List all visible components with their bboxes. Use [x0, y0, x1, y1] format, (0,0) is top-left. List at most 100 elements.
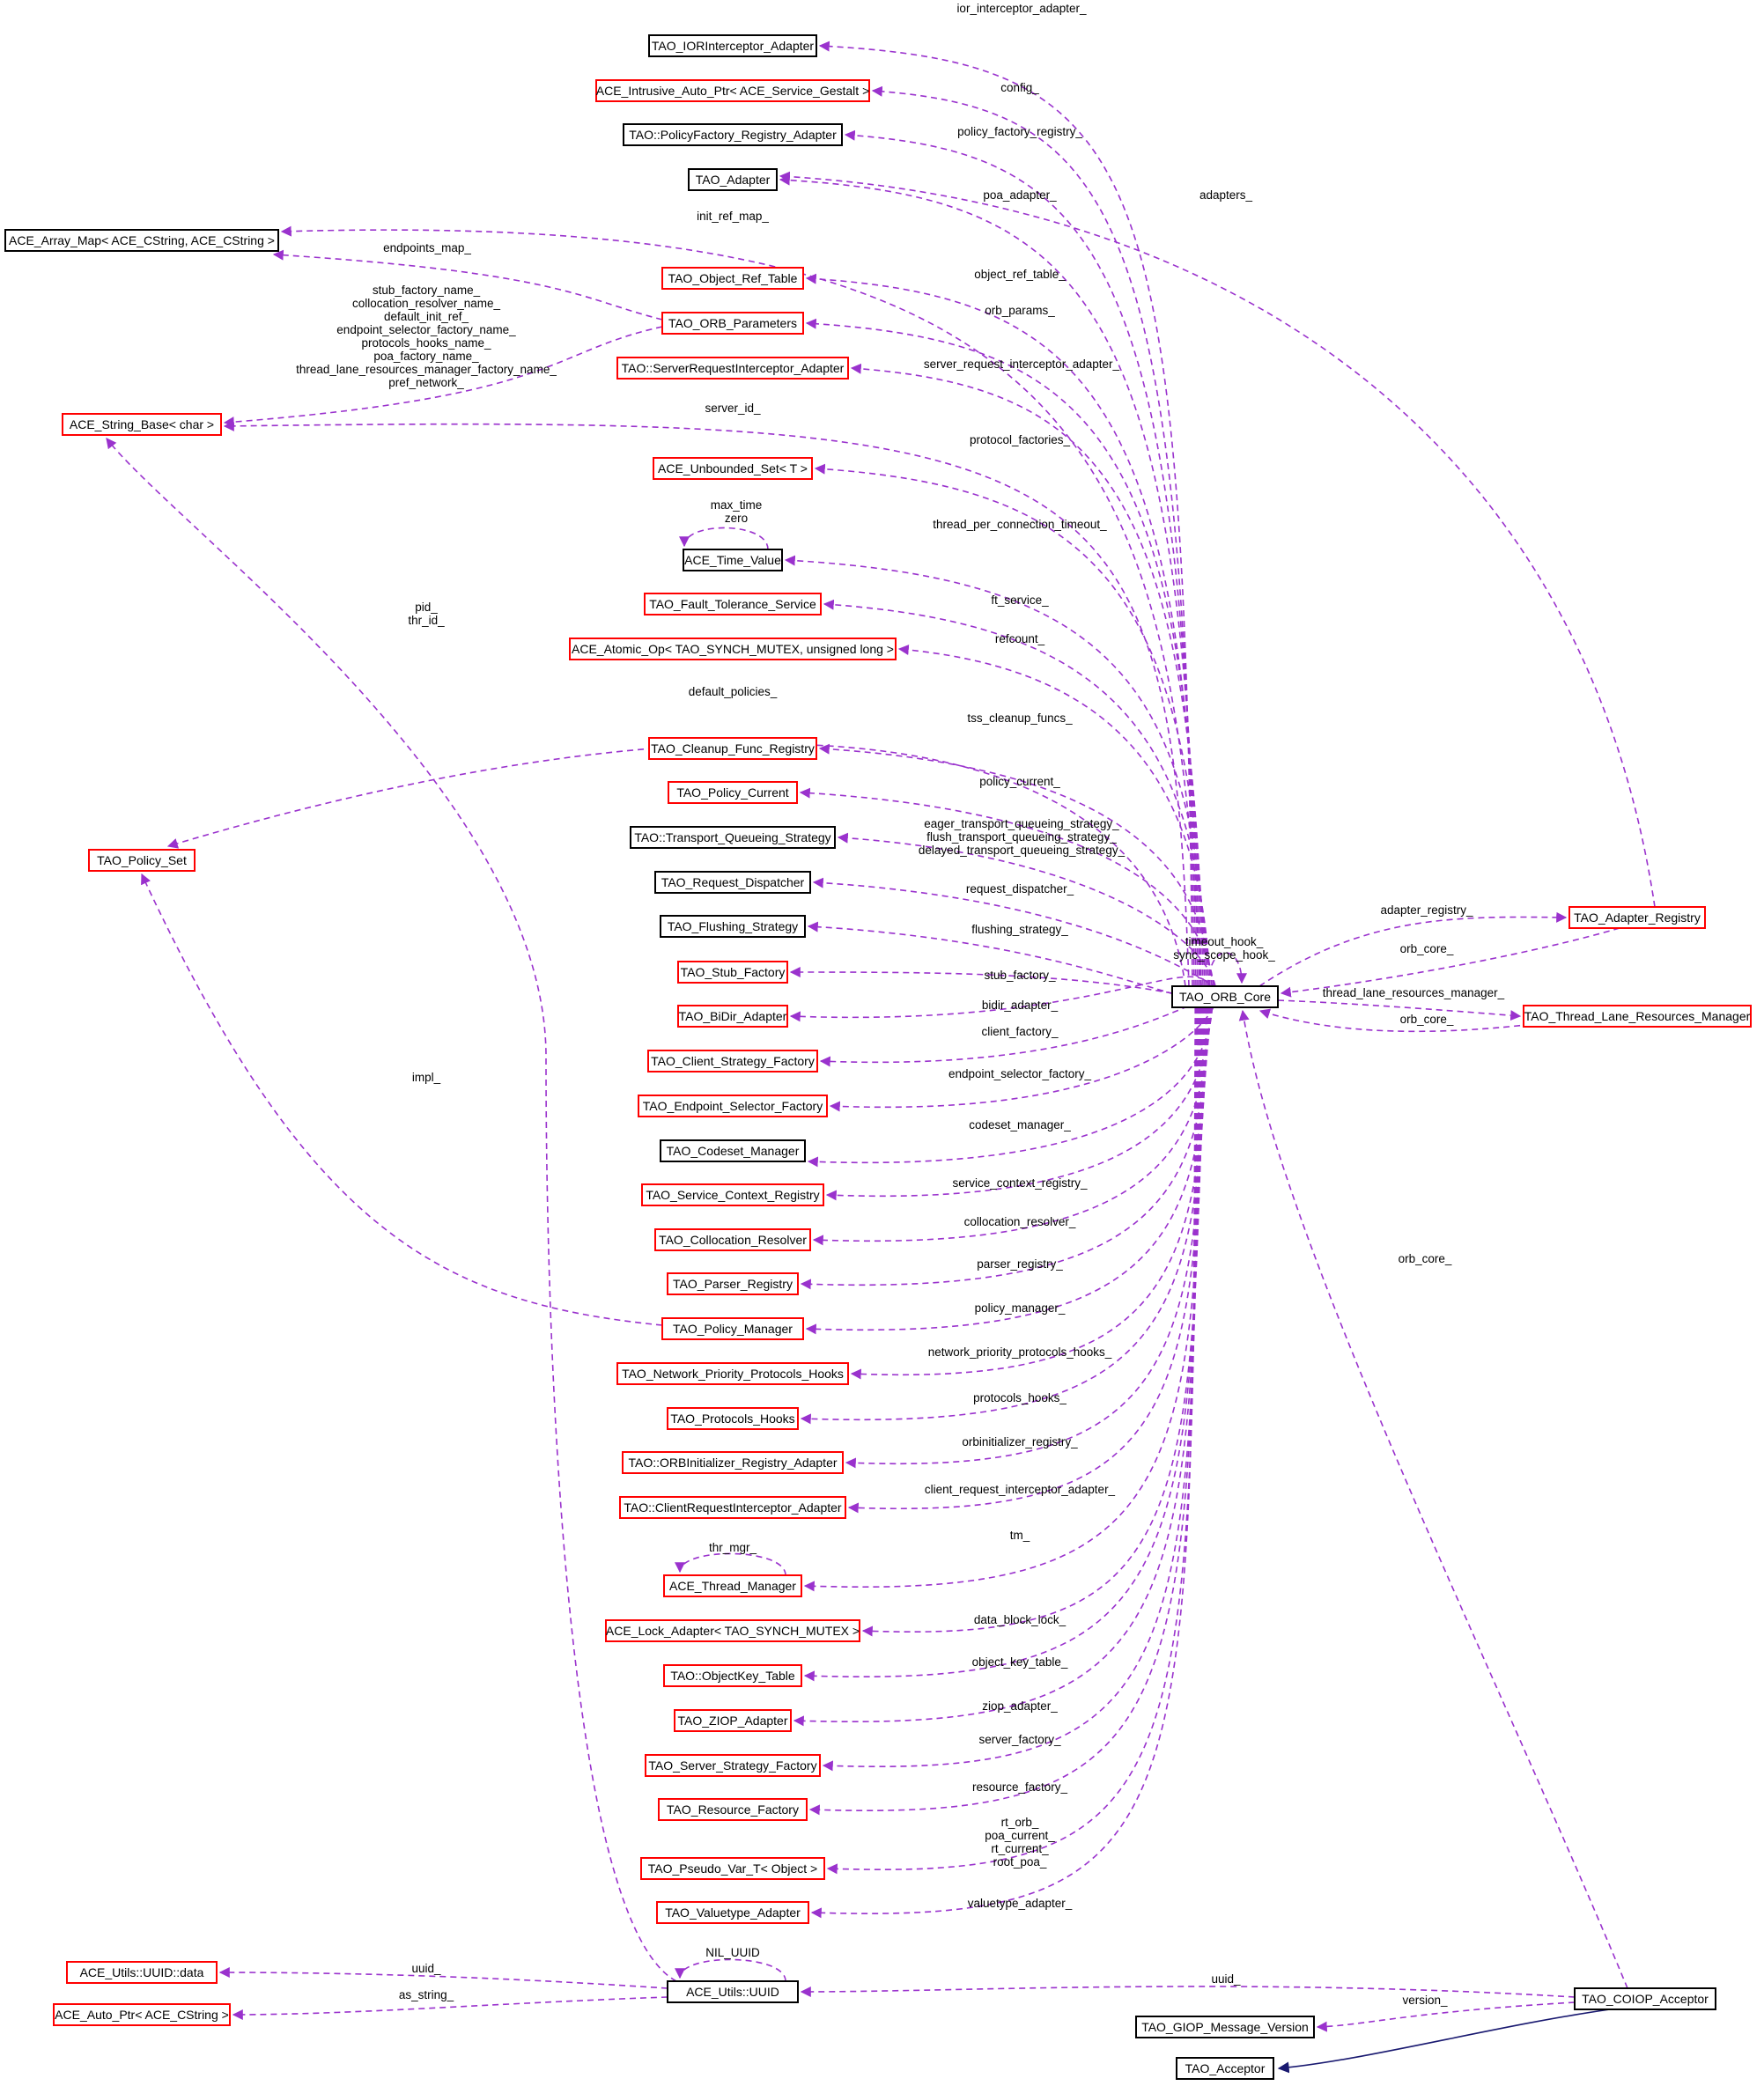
- edge-label-endpoints-map: endpoints_map_: [383, 241, 471, 254]
- node-server-strategy-factory[interactable]: TAO_Server_Strategy_Factory: [645, 1754, 821, 1777]
- node-box: [62, 413, 222, 436]
- node-serverrequestinterceptor-adapter[interactable]: TAO::ServerRequestInterceptor_Adapter: [616, 357, 849, 380]
- node-orbinitializer-registry-adapter[interactable]: TAO::ORBInitializer_Registry_Adapter: [622, 1451, 844, 1474]
- e-impl: [141, 873, 663, 1326]
- node-orb-parameters[interactable]: TAO_ORB_Parameters: [661, 312, 804, 335]
- node-objectkey-table[interactable]: TAO::ObjectKey_Table: [663, 1664, 802, 1687]
- node-box: [638, 1095, 828, 1117]
- node-uuid-data[interactable]: ACE_Utils::UUID::data: [66, 1961, 218, 1984]
- e-unbounded_set: [814, 463, 1206, 987]
- edge-label-adapter-registry: adapter_registry_: [1380, 903, 1473, 917]
- node-bidir-adapter[interactable]: TAO_BiDir_Adapter: [677, 1005, 788, 1028]
- e-adapters: [779, 171, 1656, 908]
- node-parser-registry[interactable]: TAO_Parser_Registry: [667, 1272, 799, 1295]
- node-label: TAO_COIOP_Acceptor: [1582, 1992, 1709, 2006]
- node-box: [1176, 2057, 1274, 2080]
- e-tlrm: [1277, 999, 1522, 1021]
- node-atomic-op[interactable]: ACE_Atomic_Op< TAO_SYNCH_MUTEX, unsigned…: [569, 638, 897, 660]
- node-policyfactory-registry-adapter[interactable]: TAO::PolicyFactory_Registry_Adapter: [623, 123, 843, 146]
- node-collocation-resolver[interactable]: TAO_Collocation_Resolver: [654, 1228, 811, 1251]
- e-transport_queueing_strategy: [837, 832, 1216, 987]
- node-stub-factory[interactable]: TAO_Stub_Factory: [677, 961, 788, 984]
- node-network-priority-protocols-hooks[interactable]: TAO_Network_Priority_Protocols_Hooks: [616, 1362, 849, 1385]
- node-box: [663, 1664, 802, 1687]
- edge-label-codeset-manager: codeset_manager_: [969, 1118, 1071, 1131]
- node-thread-lane-resources-manager[interactable]: TAO_Thread_Lane_Resources_Manager: [1523, 1005, 1752, 1028]
- node-cleanup-func-registry[interactable]: TAO_Cleanup_Func_Registry: [648, 737, 817, 760]
- node-unbounded-set[interactable]: ACE_Unbounded_Set< T >: [653, 457, 813, 480]
- node-tao-adapter[interactable]: TAO_Adapter: [688, 168, 778, 191]
- e-parser_registry: [800, 1006, 1210, 1290]
- node-client-strategy-factory[interactable]: TAO_Client_Strategy_Factory: [647, 1050, 818, 1072]
- e-policy_manager: [805, 1006, 1209, 1335]
- node-label: TAO_Stub_Factory: [681, 965, 786, 979]
- node-label: TAO_Network_Priority_Protocols_Hooks: [622, 1367, 844, 1381]
- node-flushing-strategy[interactable]: TAO_Flushing_Strategy: [660, 915, 806, 938]
- node-lock-adapter[interactable]: ACE_Lock_Adapter< TAO_SYNCH_MUTEX >: [605, 1619, 860, 1642]
- node-resource-factory[interactable]: TAO_Resource_Factory: [658, 1798, 808, 1821]
- node-codeset-manager[interactable]: TAO_Codeset_Manager: [660, 1139, 806, 1162]
- node-policy-current[interactable]: TAO_Policy_Current: [668, 781, 798, 804]
- node-uuid[interactable]: ACE_Utils::UUID: [667, 1980, 799, 2003]
- node-ziop-adapter[interactable]: TAO_ZIOP_Adapter: [674, 1709, 792, 1732]
- node-object-ref-table[interactable]: TAO_Object_Ref_Table: [661, 267, 804, 290]
- node-label: TAO::ClientRequestInterceptor_Adapter: [624, 1500, 842, 1515]
- node-ace-array-map[interactable]: ACE_Array_Map< ACE_CString, ACE_CString …: [4, 229, 279, 252]
- node-giop-message-version[interactable]: TAO_GIOP_Message_Version: [1135, 2016, 1315, 2038]
- node-orb-core[interactable]: TAO_ORB_Core: [1171, 985, 1279, 1008]
- edge-label-thread-per-connection-timeout: thread_per_connection_timeout_: [933, 518, 1107, 531]
- node-coiop-acceptor[interactable]: TAO_COIOP_Acceptor: [1574, 1987, 1716, 2010]
- node-box: [648, 34, 817, 57]
- e-server_strategy_factory: [822, 1006, 1199, 1772]
- node-endpoint-selector-factory[interactable]: TAO_Endpoint_Selector_Factory: [638, 1095, 828, 1117]
- node-intrusive-auto-ptr[interactable]: ACE_Intrusive_Auto_Ptr< ACE_Service_Gest…: [595, 79, 870, 102]
- node-box: [660, 1139, 806, 1162]
- node-service-context-registry[interactable]: TAO_Service_Context_Registry: [641, 1183, 824, 1206]
- edge-label-resource-factory: resource_factory_: [972, 1780, 1068, 1794]
- edge-label-refcount: refcount_: [995, 632, 1045, 645]
- node-label: ACE_Array_Map< ACE_CString, ACE_CString …: [9, 233, 275, 247]
- edge-label-impl: impl_: [412, 1071, 441, 1084]
- node-box: [644, 593, 822, 615]
- node-auto-ptr[interactable]: ACE_Auto_Ptr< ACE_CString >: [53, 2003, 231, 2026]
- node-policy-manager[interactable]: TAO_Policy_Manager: [661, 1317, 804, 1340]
- node-label: TAO_Thread_Lane_Resources_Manager: [1524, 1009, 1751, 1023]
- node-policy-set[interactable]: TAO_Policy_Set: [88, 849, 196, 872]
- node-label: TAO_Flushing_Strategy: [668, 919, 798, 933]
- node-pseudo-var[interactable]: TAO_Pseudo_Var_T< Object >: [640, 1857, 825, 1880]
- edge-label-network-priority-protocols-hooks: network_priority_protocols_hooks_: [928, 1345, 1112, 1359]
- node-tao-acceptor[interactable]: TAO_Acceptor: [1176, 2057, 1274, 2080]
- node-label: TAO_IORInterceptor_Adapter: [652, 39, 814, 53]
- e-server_id: [223, 420, 1190, 987]
- node-box: [616, 1362, 849, 1385]
- node-ior-interceptor-adapter[interactable]: TAO_IORInterceptor_Adapter: [648, 34, 817, 57]
- node-box: [674, 1709, 792, 1732]
- edge-label-flushing-strategy: flushing_strategy_: [971, 923, 1068, 936]
- node-ace-string-base[interactable]: ACE_String_Base< char >: [62, 413, 222, 436]
- node-adapter-registry[interactable]: TAO_Adapter_Registry: [1568, 906, 1706, 929]
- e-ace_array_map: [280, 225, 1202, 987]
- e-stub_factory: [789, 967, 1173, 994]
- node-valuetype-adapter[interactable]: TAO_Valuetype_Adapter: [656, 1901, 809, 1924]
- node-protocols-hooks[interactable]: TAO_Protocols_Hooks: [667, 1407, 799, 1430]
- edge-label-orb-core-tl: orb_core_: [1400, 1013, 1454, 1026]
- e-pseudo_var: [826, 1006, 1198, 1875]
- node-thread-manager[interactable]: ACE_Thread_Manager: [663, 1574, 802, 1597]
- node-label: TAO_ORB_Parameters: [668, 316, 797, 330]
- edge-label-default-policies: default_policies_: [689, 685, 778, 698]
- e-ior_interceptor_adapter: [818, 41, 1193, 987]
- node-request-dispatcher[interactable]: TAO_Request_Dispatcher: [654, 871, 811, 894]
- e-uuid_data: [218, 1967, 668, 1989]
- node-ace-time-value[interactable]: ACE_Time_Value: [683, 549, 783, 571]
- e-policy_set_core: [166, 743, 1186, 987]
- e-orb_core_coiop: [1238, 1009, 1628, 1989]
- node-box: [653, 457, 813, 480]
- node-clientrequestinterceptor-adapter[interactable]: TAO::ClientRequestInterceptor_Adapter: [619, 1496, 846, 1519]
- edge-label-tm: tm_: [1010, 1529, 1030, 1542]
- node-transport-queueing-strategy[interactable]: TAO::Transport_Queueing_Strategy: [630, 826, 836, 849]
- node-label: TAO::PolicyFactory_Registry_Adapter: [629, 128, 837, 142]
- node-fault-tolerance-service[interactable]: TAO_Fault_Tolerance_Service: [644, 593, 822, 615]
- e-atomic_op: [897, 645, 1211, 987]
- e-hooks: [1207, 952, 1247, 987]
- node-label: TAO_Policy_Current: [676, 785, 788, 800]
